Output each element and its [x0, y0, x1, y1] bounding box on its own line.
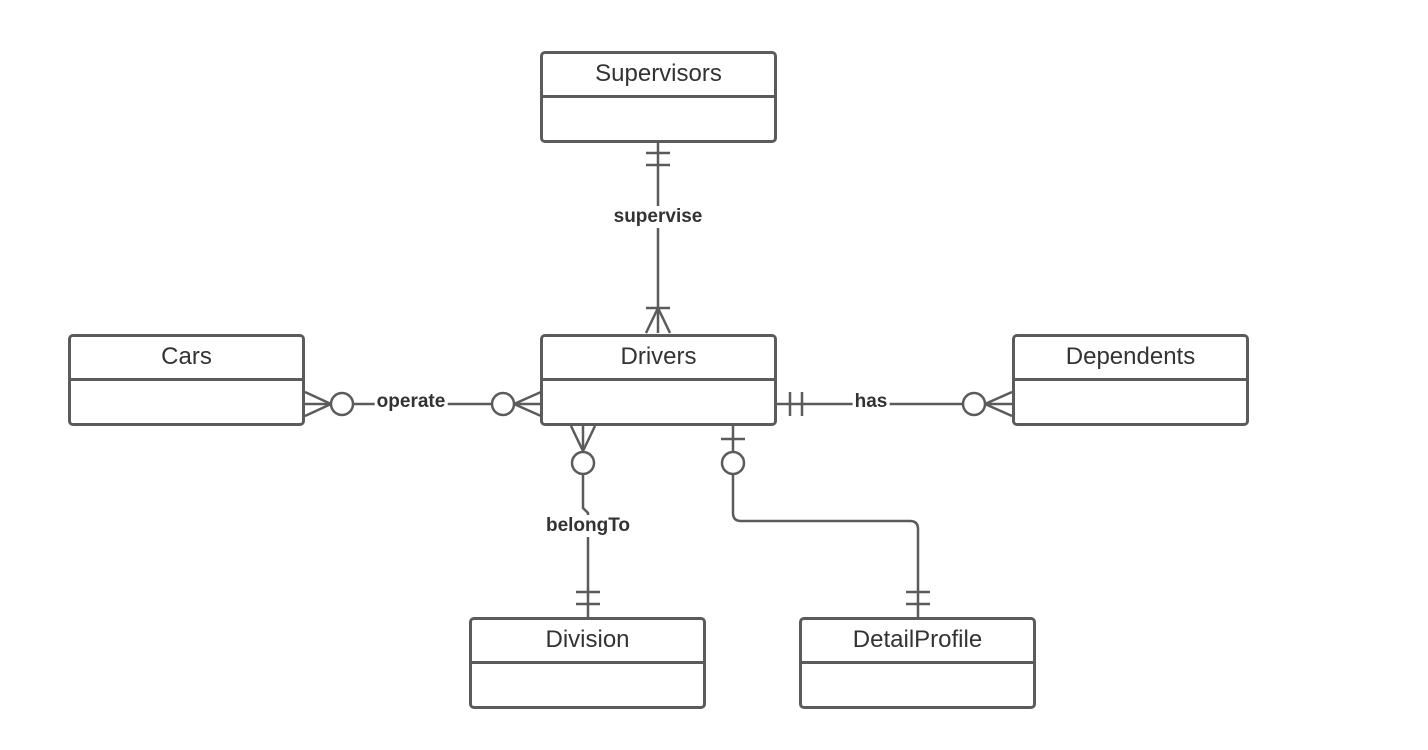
entity-division-title: Division [472, 620, 703, 664]
entity-supervisors-title: Supervisors [543, 54, 774, 98]
relationship-label-operate: operate [374, 391, 448, 413]
entity-drivers[interactable]: Drivers [540, 334, 777, 426]
relationship-label-supervise: supervise [611, 206, 705, 228]
entity-division[interactable]: Division [469, 617, 706, 709]
has-connector [777, 390, 1013, 418]
entity-detailprofile[interactable]: DetailProfile [799, 617, 1036, 709]
entity-detailprofile-title: DetailProfile [802, 620, 1033, 664]
detailprofile-connector [720, 426, 930, 618]
entity-dependents-title: Dependents [1015, 337, 1246, 381]
entity-supervisors[interactable]: Supervisors [540, 51, 777, 143]
entity-drivers-title: Drivers [543, 337, 774, 381]
entity-cars[interactable]: Cars [68, 334, 305, 426]
relationship-label-belongto: belongTo [543, 515, 633, 537]
relationship-label-has: has [852, 391, 890, 413]
belongto-connector [569, 425, 600, 618]
entity-dependents[interactable]: Dependents [1012, 334, 1249, 426]
supervise-connector [644, 142, 672, 334]
entity-cars-title: Cars [71, 337, 302, 381]
